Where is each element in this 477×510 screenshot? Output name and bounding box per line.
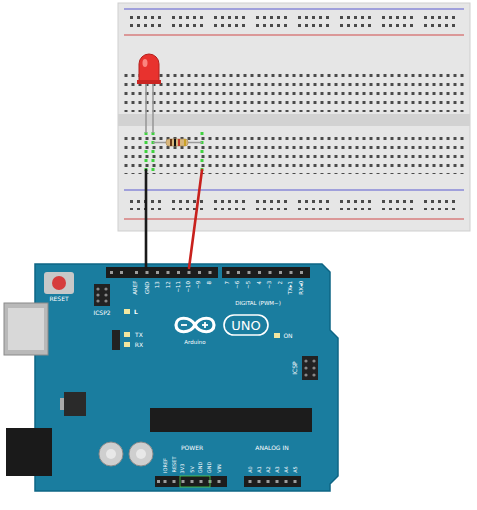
led-label: TX (135, 332, 143, 338)
pin-label: 5V (189, 466, 194, 473)
pin-label: VIN (216, 464, 221, 473)
led-label: ON (283, 333, 292, 339)
led (137, 54, 161, 133)
pin-label: RESET (172, 457, 177, 473)
pin-label: ~5 (246, 281, 252, 289)
pin-label: RX◂0 (299, 281, 305, 295)
model-logo: UNO (231, 319, 260, 332)
pin-label: A5 (292, 466, 297, 473)
signal-wire (189, 170, 202, 268)
section-label: ANALOG IN (255, 445, 288, 451)
section-label: POWER (181, 445, 203, 451)
pin-label: A1 (256, 466, 261, 473)
connected-holes (145, 132, 204, 171)
pin-label: ~11 (176, 281, 182, 293)
led-label: L (134, 309, 138, 315)
header-label: ICSP2 (93, 310, 110, 316)
header-label: ICSP (292, 361, 298, 374)
resistor (153, 139, 202, 146)
pin-label: AREF (134, 281, 140, 295)
pin-label: 12 (165, 281, 171, 288)
pin-label: 2 (278, 281, 284, 285)
pin-label: 3V3 (180, 463, 185, 473)
arduino-board (4, 264, 338, 491)
pin-label: ~10 (186, 281, 192, 293)
pin-label: A0 (247, 466, 252, 473)
pin-label: 4 (257, 281, 263, 285)
pin-label: A2 (265, 466, 270, 473)
led-label: RX (135, 342, 143, 348)
pin-label: GND (199, 462, 204, 473)
pin-label: ~6 (236, 281, 242, 289)
pin-label: 8 (207, 281, 213, 285)
pin-label: A4 (283, 466, 288, 473)
pin-label: TX▸1 (288, 281, 294, 294)
gnd-wire (145, 170, 148, 268)
button-label: RESET (49, 296, 68, 302)
breadboard (118, 3, 470, 231)
pin-label: IOREF (162, 458, 167, 473)
pin-label: ~3 (267, 281, 273, 289)
section-label: DIGITAL (PWM~) (235, 301, 281, 307)
brand-name: Arduino (184, 340, 205, 346)
pin-label: ~9 (197, 281, 203, 289)
pin-label: GND (144, 281, 150, 294)
pin-label: 13 (155, 281, 161, 288)
pin-label: GND (208, 462, 213, 473)
pin-label: 7 (225, 281, 231, 285)
pin-label: A3 (274, 466, 279, 473)
